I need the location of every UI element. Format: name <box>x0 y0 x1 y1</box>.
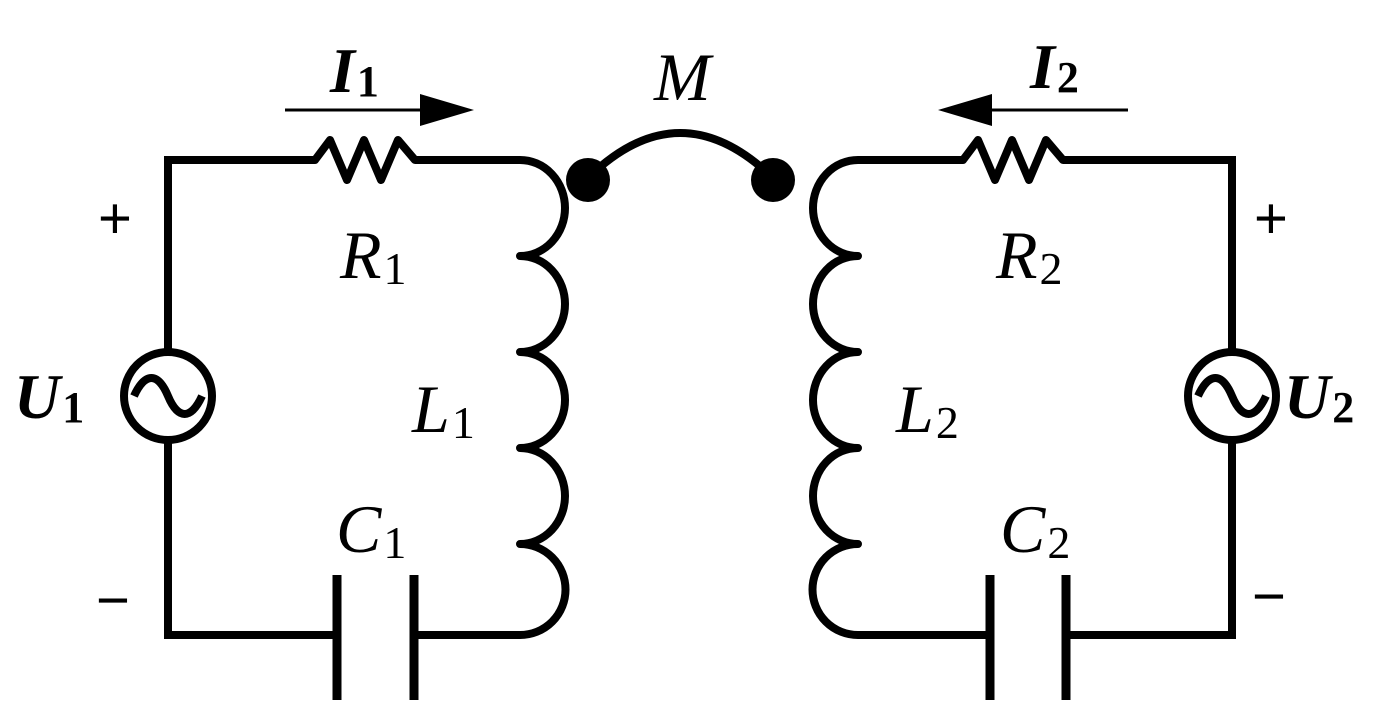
plus-sign-left: + <box>98 186 132 251</box>
label-l1: L1 <box>411 371 475 448</box>
minus-sign-left: − <box>96 568 130 633</box>
dot-marker-left <box>566 158 610 202</box>
arrow-head-left-icon <box>938 94 992 126</box>
sine-icon <box>1194 374 1270 418</box>
label-i1: I1 <box>329 35 379 106</box>
left-circuit <box>120 136 570 700</box>
label-m: M <box>653 39 714 115</box>
current-arrow-i1 <box>285 94 474 126</box>
plus-sign-right: + <box>1254 186 1288 251</box>
minus-sign-right: − <box>1252 564 1286 629</box>
label-u2: U2 <box>1284 361 1354 432</box>
left-top-wire <box>168 136 520 184</box>
inductor-l1 <box>516 156 570 639</box>
right-circuit <box>808 136 1280 700</box>
label-c1: C1 <box>336 491 406 568</box>
inductor-l2 <box>808 156 862 639</box>
dot-marker-right <box>751 158 795 202</box>
mutual-coupling <box>566 129 795 202</box>
label-l2: L2 <box>895 371 959 448</box>
current-arrow-i2 <box>938 94 1128 126</box>
label-i2: I2 <box>1029 31 1079 102</box>
sine-icon <box>130 374 206 418</box>
right-top-wire <box>858 136 1232 184</box>
label-r2: R2 <box>995 217 1063 294</box>
label-u1: U1 <box>14 361 84 432</box>
label-r1: R1 <box>339 217 407 294</box>
label-c2: C2 <box>1000 491 1070 568</box>
arrow-head-right-icon <box>420 94 474 126</box>
coupling-arc <box>585 129 776 181</box>
